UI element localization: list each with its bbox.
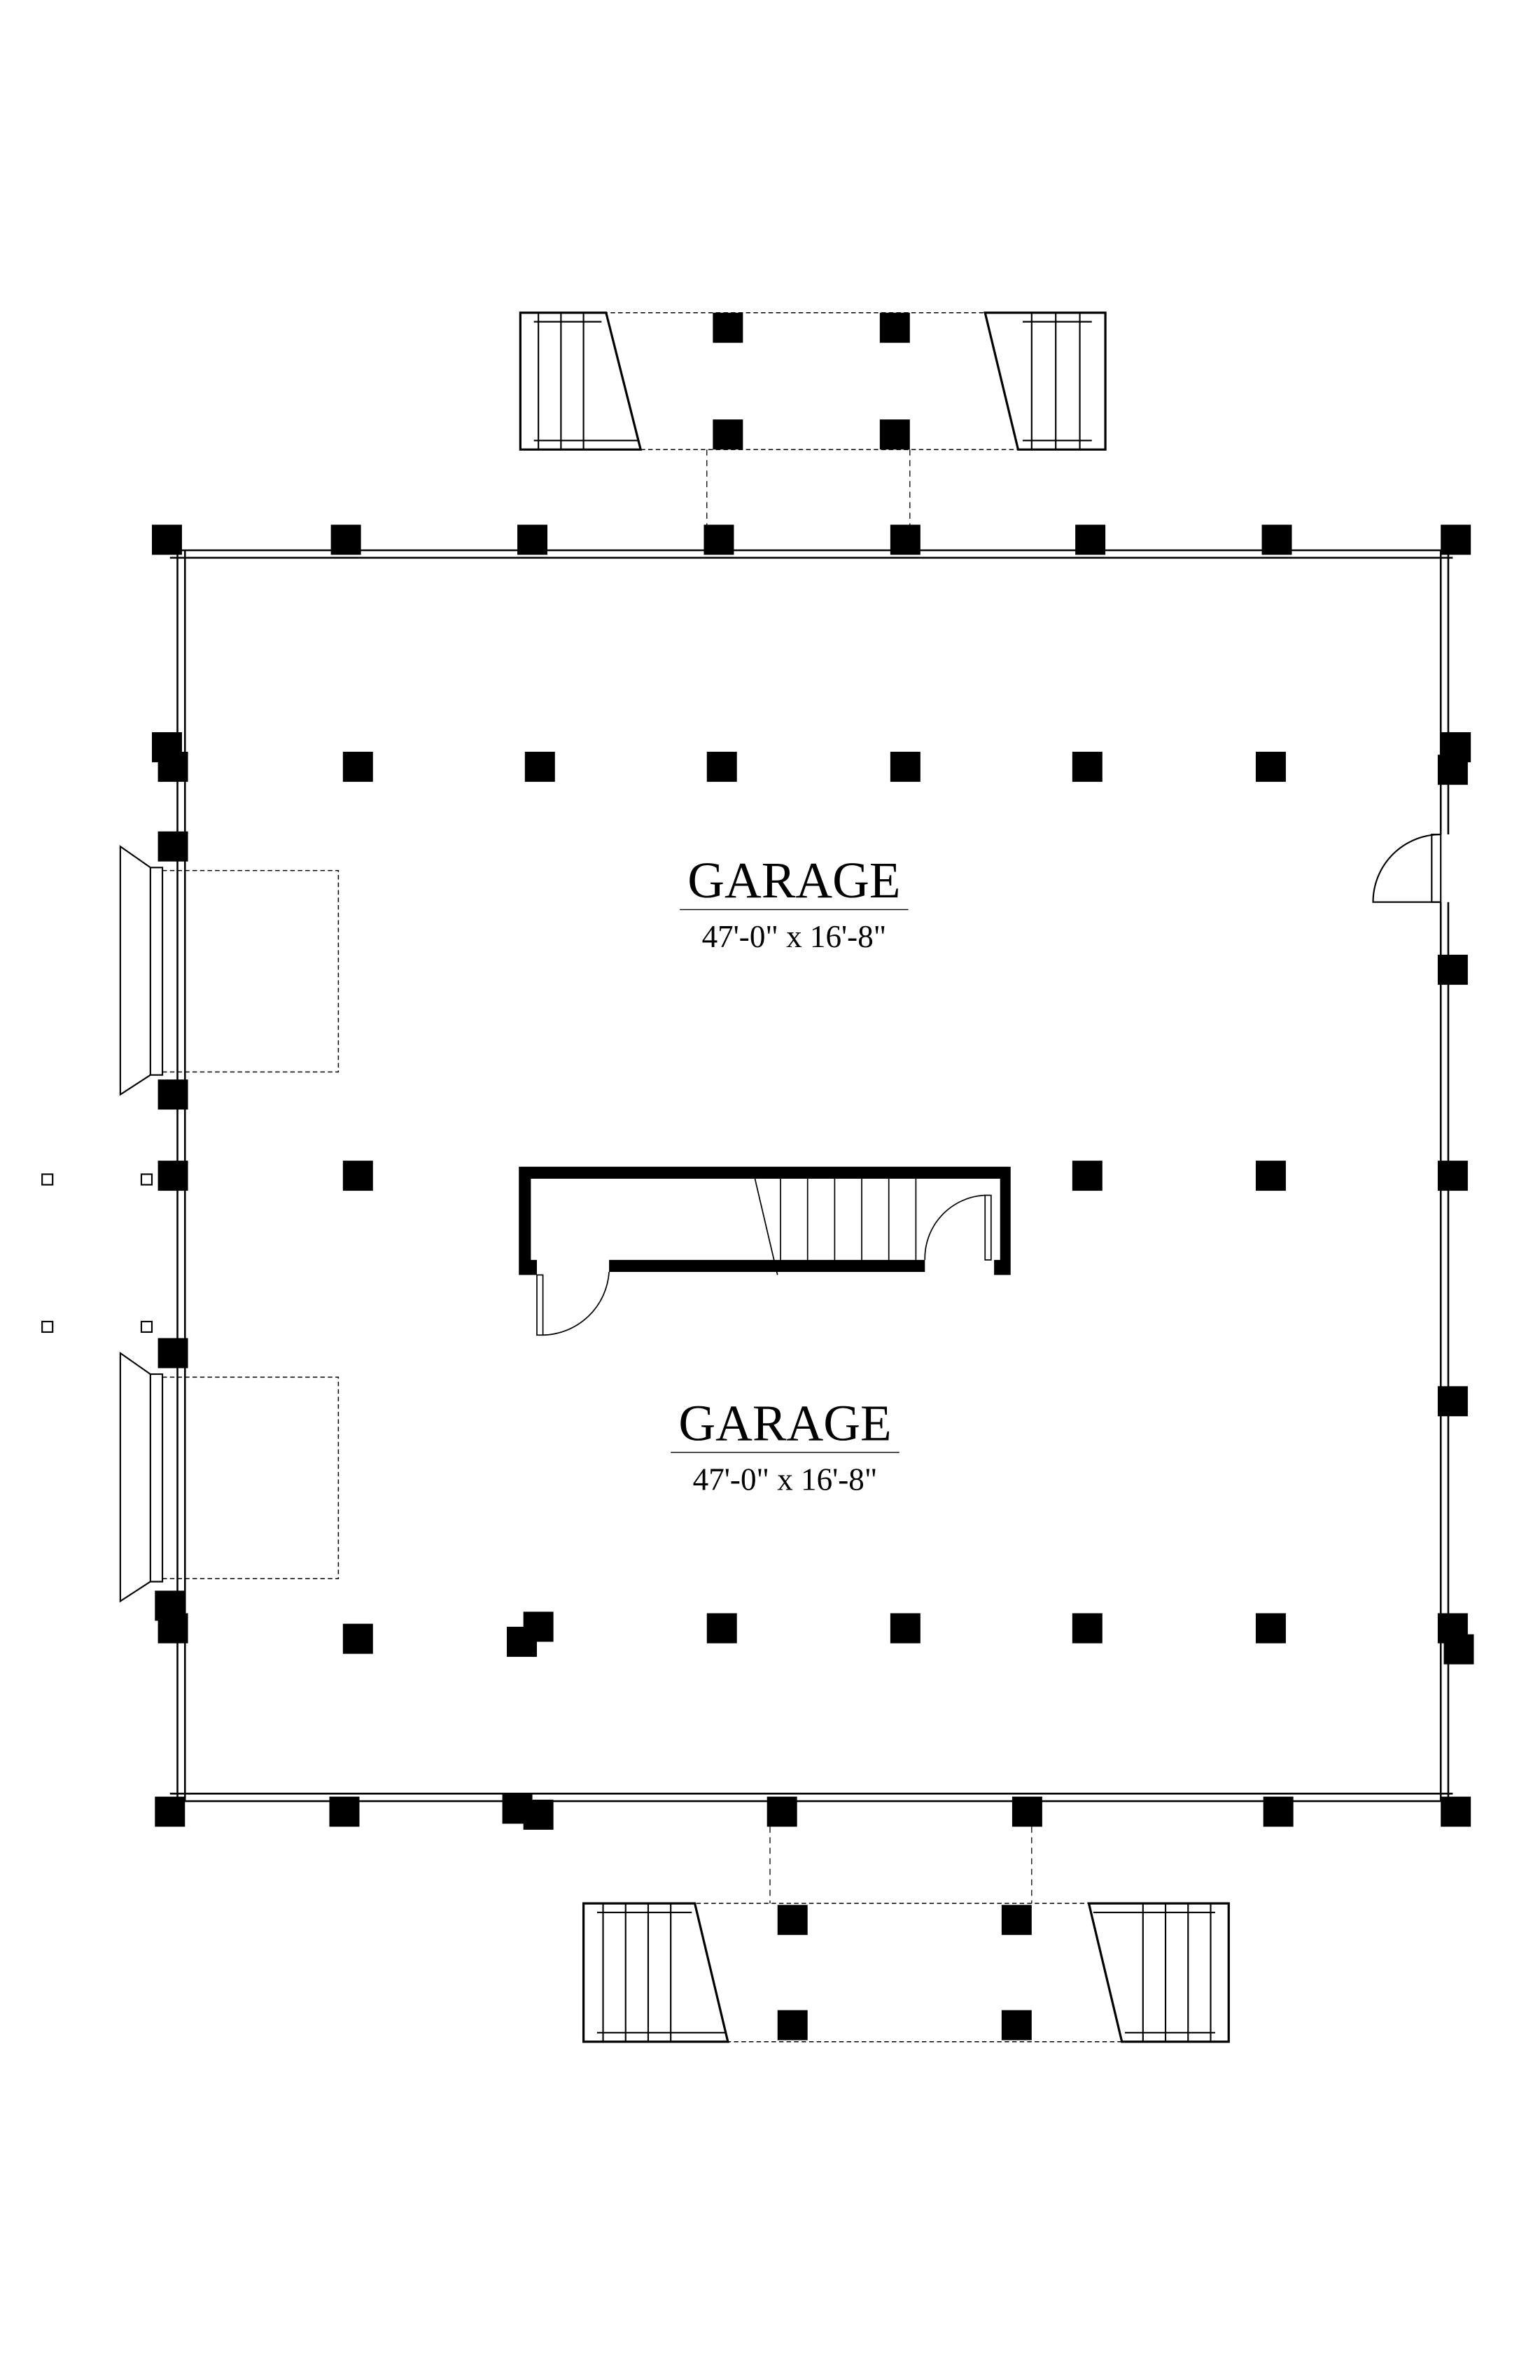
column	[879, 419, 910, 450]
column	[713, 312, 743, 343]
column	[1263, 1796, 1294, 1827]
column	[713, 419, 743, 450]
column	[1255, 1161, 1286, 1191]
room-name: GARAGE	[687, 852, 900, 909]
column	[890, 751, 920, 782]
column	[1072, 1161, 1102, 1191]
top-porch	[519, 312, 1107, 526]
column	[330, 524, 361, 555]
column	[766, 1796, 797, 1827]
column	[342, 1161, 373, 1191]
column	[890, 524, 920, 555]
column	[517, 524, 548, 555]
column	[890, 1613, 920, 1644]
column	[1075, 524, 1106, 555]
column	[507, 1626, 537, 1657]
garage-doors	[119, 845, 340, 1603]
column	[1443, 1634, 1474, 1665]
column	[342, 751, 373, 782]
column	[879, 312, 910, 343]
column	[1441, 524, 1471, 555]
post-markers	[41, 1173, 153, 1334]
column	[777, 2010, 808, 2040]
room-dimensions: 47'-0" x 16'-8"	[702, 919, 887, 954]
column	[1255, 751, 1286, 782]
column	[1072, 751, 1102, 782]
side-door	[1372, 833, 1442, 903]
column	[1441, 1796, 1471, 1827]
column	[1437, 755, 1468, 785]
column	[1255, 1613, 1286, 1644]
column	[523, 1799, 554, 1830]
column	[524, 751, 555, 782]
column	[342, 1623, 373, 1654]
column	[1437, 1386, 1468, 1417]
column	[158, 1079, 188, 1110]
column	[706, 751, 737, 782]
room-name: GARAGE	[678, 1395, 891, 1452]
column	[158, 1338, 188, 1368]
stair-enclosure	[519, 1166, 1011, 1336]
column	[1001, 1905, 1032, 1935]
column	[704, 524, 734, 555]
column	[155, 1796, 186, 1827]
column	[1072, 1613, 1102, 1644]
room-dimensions: 47'-0" x 16'-8"	[693, 1462, 878, 1497]
column	[158, 831, 188, 862]
column	[706, 1613, 737, 1644]
column	[1261, 524, 1292, 555]
column	[151, 524, 182, 555]
column	[1001, 2010, 1032, 2040]
columns	[151, 312, 1474, 2040]
column	[329, 1796, 360, 1827]
column	[158, 1613, 188, 1644]
column	[158, 751, 188, 782]
column	[777, 1905, 808, 1935]
column	[1437, 954, 1468, 985]
column	[158, 1161, 188, 1191]
bottom-porch	[582, 1826, 1230, 2043]
room-label-garage-upper: GARAGE 47'-0" x 16'-8"	[680, 852, 909, 954]
room-label-garage-lower: GARAGE 47'-0" x 16'-8"	[671, 1395, 899, 1497]
column	[1437, 1161, 1468, 1191]
column	[1011, 1796, 1042, 1827]
